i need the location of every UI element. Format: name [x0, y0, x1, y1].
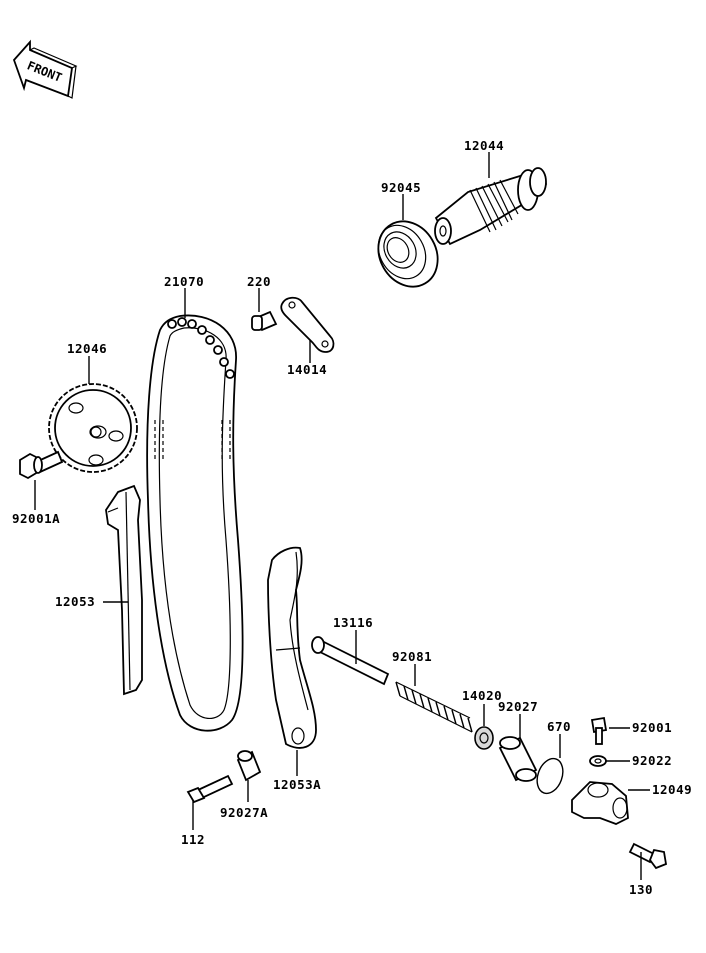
part-number-92001[interactable]: 92001: [632, 720, 673, 735]
part-number-92045[interactable]: 92045: [381, 180, 422, 195]
bolt-92001a: [19, 450, 64, 480]
part-number-14014[interactable]: 14014: [287, 362, 328, 377]
chain-guide-left: [105, 484, 143, 696]
part-number-112[interactable]: 112: [181, 832, 206, 847]
part-number-13116[interactable]: 13116: [333, 615, 374, 630]
bushing-92027a: [236, 750, 262, 782]
tensioner-spring: [395, 681, 473, 733]
part-number-12044[interactable]: 12044: [464, 138, 505, 153]
o-ring: [536, 757, 564, 795]
part-number-21070[interactable]: 21070: [164, 274, 205, 289]
cam-chain: [146, 314, 244, 732]
chain-guide-right: [267, 546, 317, 749]
bolt-92001: [590, 716, 608, 745]
bushing-92027: [498, 736, 538, 782]
tensioner-housing: [571, 781, 629, 825]
leader-lines: [34, 152, 650, 880]
part-number-220[interactable]: 220: [247, 274, 272, 289]
part-number-14020[interactable]: 14020: [462, 688, 503, 703]
bearing: [377, 220, 439, 288]
part-number-12049[interactable]: 12049: [652, 782, 693, 797]
part-number-92027A[interactable]: 92027A: [220, 805, 269, 820]
washer: [589, 755, 607, 767]
tensioner-nut: [474, 726, 494, 750]
part-number-92081[interactable]: 92081: [392, 649, 433, 664]
cam-sprocket: [48, 383, 138, 473]
part-number-12046[interactable]: 12046: [67, 341, 108, 356]
part-number-670[interactable]: 670: [547, 719, 572, 734]
bolt-130: [628, 842, 668, 870]
front-arrow-icon: FRONT: [12, 39, 78, 99]
part-number-12053A[interactable]: 12053A: [273, 777, 322, 792]
part-number-12053[interactable]: 12053: [55, 594, 96, 609]
bolt-112: [186, 774, 234, 804]
part-number-92001A[interactable]: 92001A: [12, 511, 61, 526]
part-number-92027[interactable]: 92027: [498, 699, 539, 714]
part-number-130[interactable]: 130: [629, 882, 654, 897]
bolt-220: [251, 310, 278, 332]
camshaft: [434, 167, 548, 246]
chain-guide-plate: [280, 296, 335, 353]
tensioner-rod: [311, 636, 390, 686]
part-number-92022[interactable]: 92022: [632, 753, 673, 768]
